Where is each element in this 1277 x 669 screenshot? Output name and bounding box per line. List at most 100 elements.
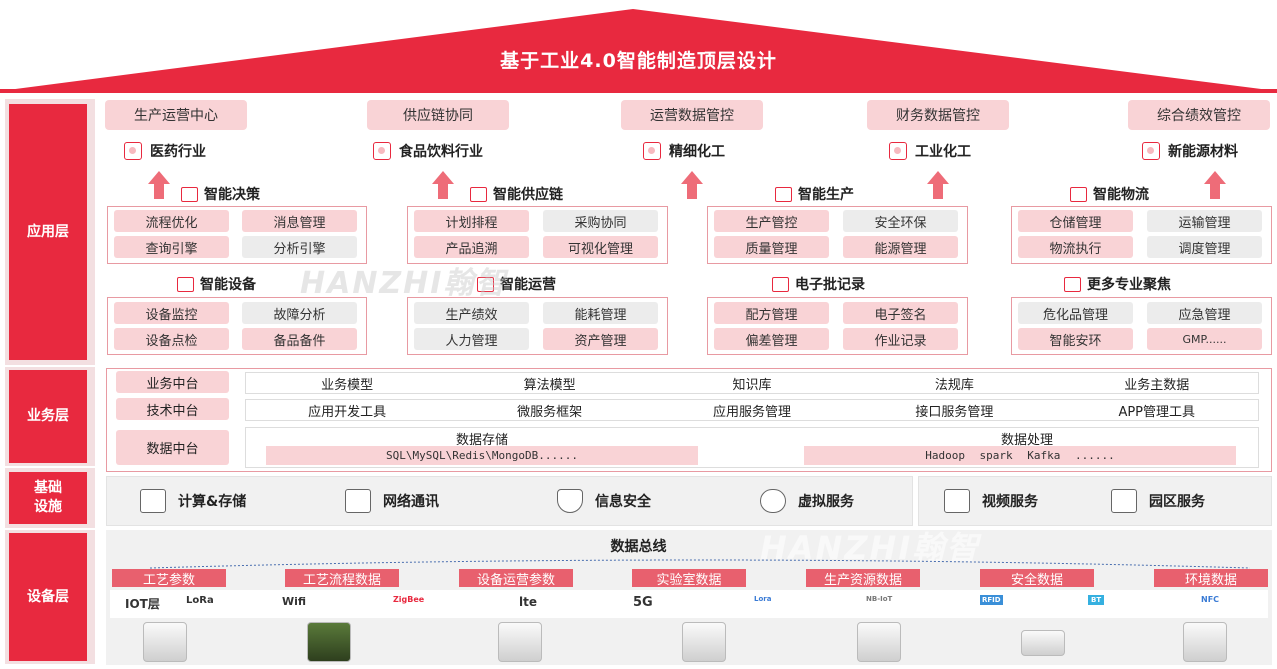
chip-query-engine[interactable]: 查询引擎 xyxy=(114,236,229,258)
infra-video[interactable]: 视频服务 xyxy=(944,487,1038,515)
chip-logistics-exec[interactable]: 物流执行 xyxy=(1018,236,1133,258)
module-title-text: 智能生产 xyxy=(798,184,854,204)
chip-fault-analysis[interactable]: 故障分析 xyxy=(242,302,357,324)
biz-item: 知识库 xyxy=(651,374,853,393)
chip-visual-mgmt[interactable]: 可视化管理 xyxy=(543,236,658,258)
equipment-image-pipes xyxy=(143,622,187,662)
chip-transport[interactable]: 运输管理 xyxy=(1147,210,1262,232)
grid-icon xyxy=(1064,277,1081,292)
chip-analysis-engine[interactable]: 分析引擎 xyxy=(242,236,357,258)
processing-value: Hadoop spark Kafka ...... xyxy=(804,446,1236,465)
flask-icon xyxy=(124,142,142,160)
module-title-text: 智能决策 xyxy=(204,184,260,204)
chip-production-performance[interactable]: 生产绩效 xyxy=(414,302,529,324)
page-title: 基于工业4.0智能制造顶层设计 xyxy=(0,46,1277,73)
tag-safety-data: 安全数据 xyxy=(980,569,1094,587)
infra-compute[interactable]: 计算&存储 xyxy=(140,487,246,515)
biz-item: 法规库 xyxy=(853,374,1055,393)
chip-message-mgmt[interactable]: 消息管理 xyxy=(242,210,357,232)
up-arrow-icon xyxy=(432,171,454,199)
camera-icon xyxy=(944,489,970,513)
tag-process-params: 工艺参数 xyxy=(112,569,226,587)
chip-hazmat-mgmt[interactable]: 危化品管理 xyxy=(1018,302,1133,324)
chip-work-record[interactable]: 作业记录 xyxy=(843,328,958,350)
chip-procurement[interactable]: 采购协同 xyxy=(543,210,658,232)
chip-warehouse[interactable]: 仓储管理 xyxy=(1018,210,1133,232)
industry-label: 医药行业 xyxy=(150,141,206,161)
factory-icon xyxy=(470,187,487,202)
module-title-text: 电子批记录 xyxy=(795,274,865,294)
nfc-icon: NFC xyxy=(1201,595,1219,604)
biz-item: 微服务框架 xyxy=(449,401,651,420)
tag-resource-data: 生产资源数据 xyxy=(806,569,920,587)
top-button-performance[interactable]: 综合绩效管控 xyxy=(1128,100,1270,130)
infra-label: 视频服务 xyxy=(982,491,1038,511)
nbiot-icon: NB-IoT xyxy=(866,595,892,603)
infra-network[interactable]: 网络通讯 xyxy=(345,487,439,515)
chip-emergency-mgmt[interactable]: 应急管理 xyxy=(1147,302,1262,324)
biz-item: 应用服务管理 xyxy=(651,401,853,420)
equipment-image-lab-device xyxy=(682,622,726,662)
decision-icon xyxy=(181,187,198,202)
chip-energy-consumption[interactable]: 能耗管理 xyxy=(543,302,658,324)
chip-equip-monitor[interactable]: 设备监控 xyxy=(114,302,229,324)
label-business-platform: 业务中台 xyxy=(116,371,229,393)
chip-planning[interactable]: 计划排程 xyxy=(414,210,529,232)
module-title-equipment: 智能设备 xyxy=(177,273,256,295)
top-button-finance-data[interactable]: 财务数据管控 xyxy=(867,100,1009,130)
bottle-icon xyxy=(643,142,661,160)
industry-food: 食品饮料行业 xyxy=(373,140,483,162)
top-button-production-center[interactable]: 生产运营中心 xyxy=(105,100,247,130)
5g-logo: 5G xyxy=(633,595,653,610)
module-title-more: 更多专业聚焦 xyxy=(1064,273,1171,295)
chip-e-signature[interactable]: 电子签名 xyxy=(843,302,958,324)
biz-item: 接口服务管理 xyxy=(853,401,1055,420)
top-button-supply-chain[interactable]: 供应链协同 xyxy=(367,100,509,130)
chip-quality-mgmt[interactable]: 质量管理 xyxy=(714,236,829,258)
module-title-ebr: 电子批记录 xyxy=(772,273,865,295)
biz-item: 算法模型 xyxy=(449,374,651,393)
tag-equipment-params: 设备运营参数 xyxy=(459,569,573,587)
equipment-image-machine xyxy=(1183,622,1227,662)
cabinet-icon xyxy=(140,489,166,513)
business-row-tools: 应用开发工具 微服务框架 应用服务管理 接口服务管理 APP管理工具 xyxy=(245,399,1259,421)
chip-safety-env[interactable]: 安全环保 xyxy=(843,210,958,232)
infra-virtual[interactable]: 虚拟服务 xyxy=(760,487,854,515)
infra-label: 网络通讯 xyxy=(383,491,439,511)
chip-deviation-mgmt[interactable]: 偏差管理 xyxy=(714,328,829,350)
industry-label: 食品饮料行业 xyxy=(399,141,483,161)
biz-item: APP管理工具 xyxy=(1056,401,1258,420)
top-button-operations-data[interactable]: 运营数据管控 xyxy=(621,100,763,130)
infra-campus[interactable]: 园区服务 xyxy=(1111,487,1205,515)
watermark: HANZHI翰智 xyxy=(300,258,507,302)
tag-process-flow: 工艺流程数据 xyxy=(285,569,399,587)
chip-smart-safety[interactable]: 智能安环 xyxy=(1018,328,1133,350)
iot-layer-label: IOT层 xyxy=(125,595,160,612)
biz-item: 应用开发工具 xyxy=(246,401,448,420)
module-title-supply: 智能供应链 xyxy=(470,183,563,205)
chip-production-control[interactable]: 生产管控 xyxy=(714,210,829,232)
up-arrow-icon xyxy=(148,171,170,199)
infra-security[interactable]: 信息安全 xyxy=(557,487,651,515)
chip-process-optimize[interactable]: 流程优化 xyxy=(114,210,229,232)
wifi-logo: Wifi xyxy=(282,595,306,608)
label-tech-platform: 技术中台 xyxy=(116,398,229,420)
industry-label: 新能源材料 xyxy=(1168,141,1238,161)
chip-asset-mgmt[interactable]: 资产管理 xyxy=(543,328,658,350)
lte-logo: lte xyxy=(519,595,537,609)
business-row-models: 业务模型 算法模型 知识库 法规库 业务主数据 xyxy=(245,372,1259,394)
chip-dispatch[interactable]: 调度管理 xyxy=(1147,236,1262,258)
industry-label: 精细化工 xyxy=(669,141,725,161)
industry-label: 工业化工 xyxy=(915,141,971,161)
module-title-decision: 智能决策 xyxy=(181,183,260,205)
chip-spare-parts[interactable]: 备品备件 xyxy=(242,328,357,350)
gear-icon xyxy=(775,187,792,202)
chip-energy-mgmt[interactable]: 能源管理 xyxy=(843,236,958,258)
industry-pharma: 医药行业 xyxy=(124,140,206,162)
chip-recipe-mgmt[interactable]: 配方管理 xyxy=(714,302,829,324)
chip-equip-inspection[interactable]: 设备点检 xyxy=(114,328,229,350)
chip-hr-mgmt[interactable]: 人力管理 xyxy=(414,328,529,350)
chip-traceability[interactable]: 产品追溯 xyxy=(414,236,529,258)
chip-gmp[interactable]: GMP...... xyxy=(1147,328,1262,350)
cloud-icon xyxy=(760,489,786,513)
